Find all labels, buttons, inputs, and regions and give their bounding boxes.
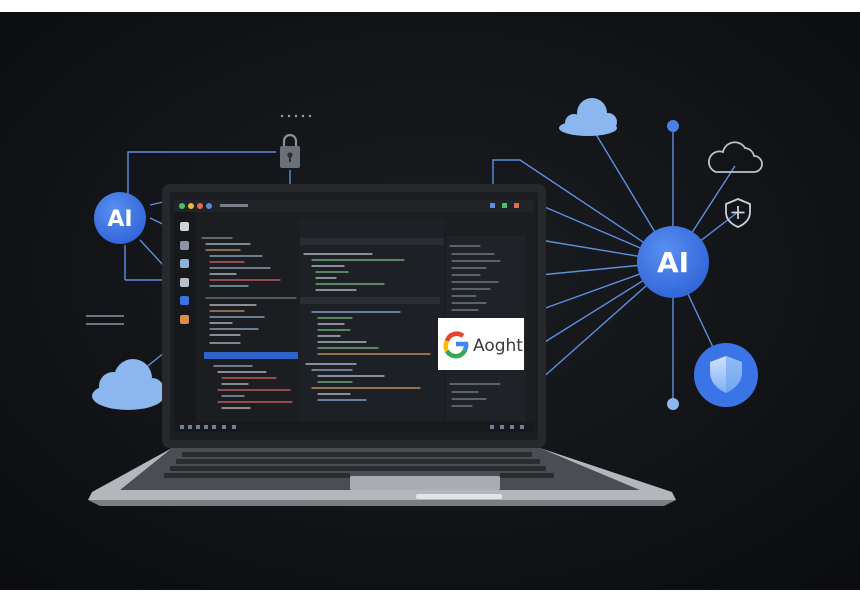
cloud-outline-icon <box>708 141 763 173</box>
google-g-logo <box>443 331 469 359</box>
cloud-icon <box>559 98 617 136</box>
overlay-badge: Aoght <box>438 318 524 370</box>
keyboard <box>164 452 554 478</box>
ai-node-left-label: AI <box>107 207 132 232</box>
dash-lines <box>86 315 124 325</box>
ai-node-right: AI <box>637 226 709 298</box>
ai-node-left: AI <box>94 192 146 244</box>
network-endpoint <box>667 398 679 410</box>
network-endpoint <box>667 120 679 132</box>
shield-icon <box>694 343 758 407</box>
padlock-icon <box>280 133 300 168</box>
cloud-icon <box>92 359 164 410</box>
ai-node-right-label: AI <box>657 246 689 279</box>
selected-file-row <box>204 352 298 359</box>
dots-decoration <box>280 114 312 118</box>
overlay-badge-text: Aoght <box>473 336 523 356</box>
shield-plus-icon <box>725 198 751 228</box>
code-editor-window <box>174 200 534 432</box>
